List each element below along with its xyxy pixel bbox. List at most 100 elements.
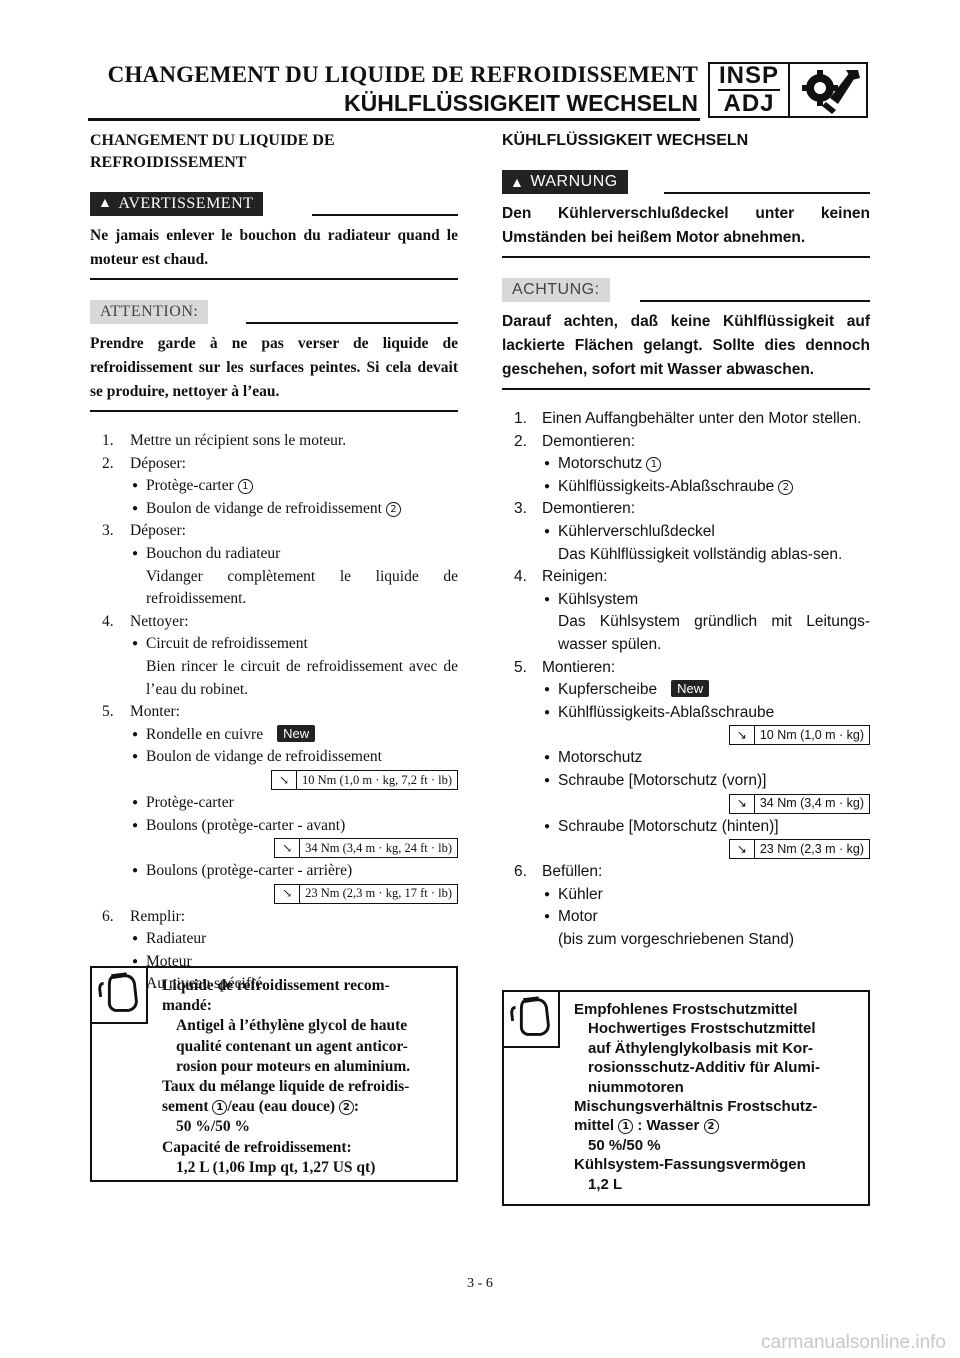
bullet-text: Kühlerverschlußdeckel [558,522,715,540]
warning-label-fr: ▲ AVERTISSEMENT [90,192,264,216]
attention-header-fr: ATTENTION: [90,300,458,326]
ref-number: 2 [778,479,794,495]
bullet-item: ●Kühlsystem [502,589,870,612]
step-text: Demontieren: [542,432,636,450]
bullet-text: Boulon de vidange de refroidissement [146,748,382,766]
header-rule [88,118,700,121]
spec-line: rosion pour moteurs en aluminium. [176,1057,411,1075]
spec-fragment: mittel [574,1117,619,1135]
bullet-icon: ● [132,728,139,740]
attention-label-de: ACHTUNG: [502,278,610,302]
bullet-icon: ● [544,593,551,605]
spec-line: Capacité de refroidissement: [162,1138,352,1156]
insp-adj-badge: INSP ADJ [708,62,868,118]
torque-spec-row: ↘23 Nm (2,3 m · kg) [502,838,870,861]
bullet-text: Boulons (protège-carter - avant) [146,816,346,834]
section-title-fr: CHANGEMENT DU LIQUIDE DE REFROIDISSEMENT [90,132,335,171]
step-text: Montieren: [542,658,616,676]
step-text: Mettre un récipient sons le moteur. [130,432,347,449]
bullet-item: ●Motorschutz [502,747,870,770]
warning-header-de: ▲ WARNUNG [502,170,870,196]
step-note: Das Kühlsystem gründlich mit Leitungs-wa… [558,613,870,653]
torque-wrench-icon: ↘ [275,839,301,858]
bullet-item: ●Kühlflüssigkeits-Ablaßschraube [502,702,870,725]
torque-wrench-icon: ↘ [730,840,755,859]
ref-number: 2 [338,1100,354,1116]
bullet-icon: ● [544,820,551,832]
warning-label-text-fr: AVERTISSEMENT [118,195,254,212]
badge-divider [718,89,780,91]
bullet-text: Rondelle en cuivre [146,725,264,743]
step-number: 2. [514,432,527,450]
spec-fragment: sement [162,1098,213,1116]
warning-label-de: ▲ WARNUNG [502,170,628,194]
column-german: KÜHLFLÜSSIGKEIT WECHSELN ▲ WARNUNG Den K… [502,128,870,951]
step-item: 2. Déposer: [90,453,458,476]
torque-value: 10 Nm (1,0 m · kg, 7,2 ft · lb) [302,772,452,787]
attention-line-fr [246,322,458,324]
step-text: Demontieren: [542,500,636,518]
bullet-item: ●Boulon de vidange de refroidissement [90,746,458,769]
bullet-text: Schraube [Motorschutz (hinten)] [558,817,779,835]
bullet-text: Radiateur [146,930,207,948]
step-number: 3. [102,522,114,540]
step-item: 4.Reinigen: [502,566,870,589]
bullet-text: Protège-carter [146,793,234,811]
step-item: 5. Montieren: [502,657,870,680]
bullet-icon: ● [132,796,139,808]
torque-wrench-icon: ↘ [272,770,298,789]
spec-line: rosionsschutz-Additiv für Alumi- [588,1059,820,1077]
spec-fragment: /eau (eau douce) [227,1098,339,1116]
warning-triangle-icon: ▲ [510,174,525,190]
bullet-icon: ● [544,911,551,923]
section-title-de: KÜHLFLÜSSIGKEIT WECHSELN [502,132,749,149]
bullet-icon: ● [132,933,139,945]
bullet-icon: ● [132,638,139,650]
step-item: 1.Mettre un récipient sons le moteur. [90,430,458,453]
bullet-icon: ● [132,819,139,831]
step-text: Monter: [130,703,180,721]
spec-line: 50 %/50 % [176,1118,251,1136]
step-number: 5. [514,658,527,676]
torque-value: 34 Nm (3,4 m · kg) [759,796,864,811]
step-text: Déposer: [130,454,186,472]
step-note: (bis zum vorgeschriebenen Stand) [558,930,795,948]
bullet-icon: ● [544,706,551,718]
bullet-text: Kühler [558,885,603,903]
spec-line: Liquide de refroidissement recom- [162,977,390,994]
step-text: Remplir: [130,907,186,925]
bullet-text: Schraube [Motorschutz (vorn)] [558,771,767,789]
torque-value: 10 Nm (1,0 m · kg) [759,728,864,743]
spec-line: Antigel à l’éthylène glycol de haute [176,1017,408,1035]
step-item: 3.Déposer: [90,520,458,543]
watermark: carmanualsonline.info [761,1332,946,1353]
bullet-text: Boulons (protège-carter - arrière) [146,862,353,880]
oil-can-icon [504,992,560,1048]
ref-number: 2 [385,501,401,517]
bullet-icon: ● [132,865,139,877]
badge-top-label: INSP [718,62,779,89]
bullet-item: ●Circuit de refroidissement [90,633,458,656]
torque-spec-row: ↘ 10 Nm (1,0 m · kg) [502,724,870,747]
step-number: 2. [102,454,114,472]
step-number: 6. [514,863,527,881]
ref-number: 1 [237,479,253,495]
spec-line: 1,2 L [588,1175,623,1193]
bullet-item: ●Kühlerverschlußdeckel [502,521,870,544]
header-title-fr: CHANGEMENT DU LIQUIDE DE REFROIDISSEMENT [107,62,698,87]
step-text: Befüllen: [542,863,603,881]
warning-header-fr: ▲ AVERTISSEMENT [90,192,458,218]
step-item: 2. Demontieren: [502,431,870,454]
bullet-item: ● Boulons (protège-carter - arrière) [90,860,458,883]
torque-wrench-icon: ↘ [730,726,755,745]
bullet-item: ● Radiateur [90,928,458,951]
ref-number: 1 [618,1119,634,1135]
bullet-item: ●Kühler [502,884,870,907]
spec-line: 1,2 L (1,06 Imp qt, 1,27 US qt) [176,1158,376,1176]
spec-line: niummotoren [588,1078,684,1096]
ref-number: 1 [646,457,662,473]
